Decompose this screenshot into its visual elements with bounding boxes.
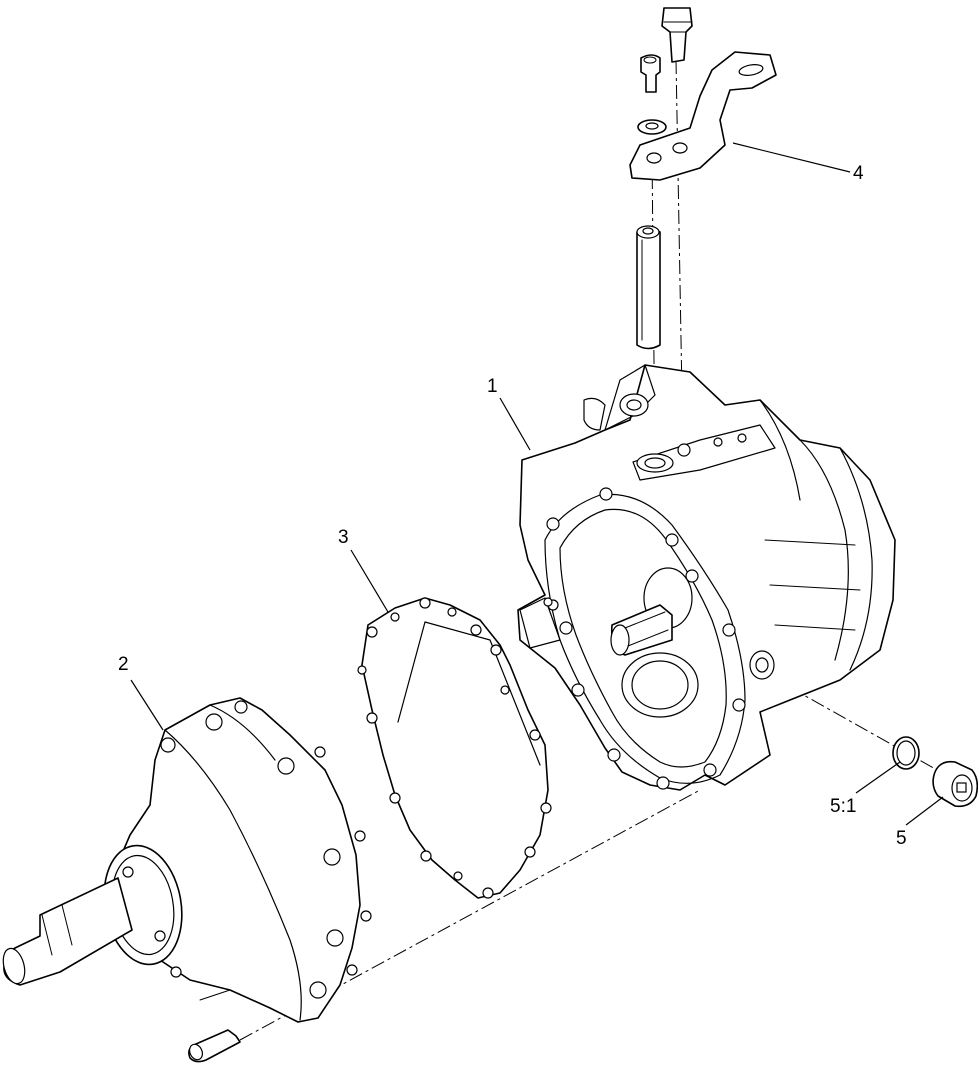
callout-labels: 1 2 3 4 5:1 5 [118, 163, 907, 849]
callout-5-1: 5:1 [830, 796, 856, 817]
leader-lines [130, 142, 944, 826]
callout-1: 1 [487, 376, 498, 397]
callout-5: 5 [896, 828, 907, 849]
mounting-bracket[interactable] [629, 51, 777, 181]
callout-2: 2 [118, 654, 129, 675]
transmission-housing[interactable] [517, 364, 896, 791]
washer[interactable] [637, 119, 667, 135]
o-ring[interactable] [892, 736, 920, 770]
gear-case[interactable] [0, 697, 372, 1023]
callout-4: 4 [853, 163, 864, 184]
spacer-sleeve[interactable] [636, 225, 661, 350]
bracket-screw[interactable] [640, 54, 661, 93]
drain-plug[interactable] [932, 760, 978, 808]
bracket-bolt[interactable] [661, 7, 693, 63]
gasket[interactable] [357, 597, 552, 899]
callout-3: 3 [338, 527, 349, 548]
case-cap-screw[interactable] [187, 1029, 241, 1063]
